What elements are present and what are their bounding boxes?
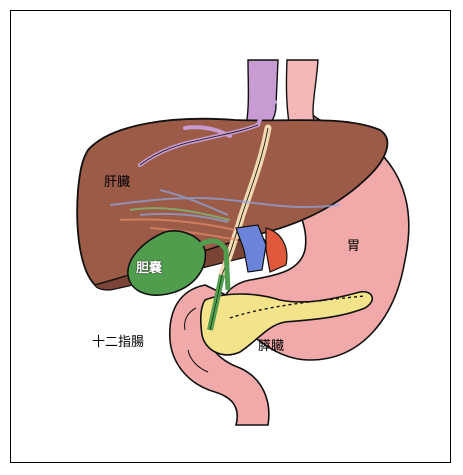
duodenum-label: 十二指腸 <box>92 336 144 349</box>
gallbladder-label: 胆嚢 <box>136 262 162 275</box>
liver-label: 肝臓 <box>104 176 130 189</box>
pancreas-label: 膵臓 <box>258 340 284 353</box>
hepatic-artery <box>266 228 287 272</box>
stomach-label: 胃 <box>347 240 360 253</box>
